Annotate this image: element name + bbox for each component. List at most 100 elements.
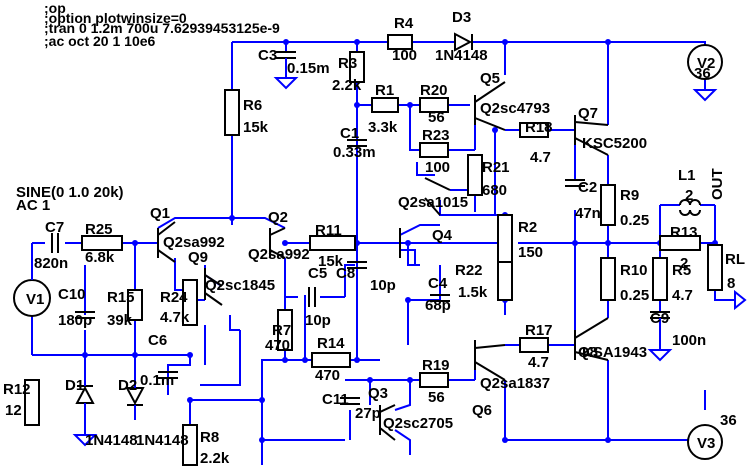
label-r20-value: 56 [428, 109, 445, 126]
capacitor-c8 [347, 261, 367, 269]
resistor-r21 [467, 154, 483, 196]
label-r7-value: 470 [265, 337, 290, 354]
label-r2-value: 150 [518, 244, 543, 261]
label-r14-ref: R14 [317, 335, 345, 352]
label-c5-value: 10p [305, 312, 331, 329]
capacitor-c1 [347, 139, 367, 147]
label-r10-value: 0.25 [620, 287, 649, 304]
label-r9-value: 0.25 [620, 212, 649, 229]
label-r3-ref: R3 [338, 55, 357, 72]
capacitor-c7 [51, 233, 59, 253]
ground-rl [734, 289, 747, 311]
label-r17-value: 4.7 [528, 354, 549, 371]
label-q7-ref: Q7 [578, 105, 598, 122]
resistor-r24 [182, 279, 198, 326]
resistor-r14 [311, 352, 351, 368]
label-r11-value: 15k [318, 253, 344, 270]
transistor-q9 [204, 268, 223, 306]
resistor-r3 [349, 51, 365, 83]
label-d3-value: 1N4148 [435, 47, 488, 64]
capacitor-c11 [340, 397, 360, 405]
label-l1-ref: L1 [678, 167, 696, 184]
label-r25-value: 6.8k [85, 249, 115, 266]
resistor-r7 [277, 309, 293, 351]
source-spec-line2: AC 1 [16, 197, 50, 214]
label-r19-value: 56 [428, 389, 445, 406]
label-r9-ref: R9 [620, 187, 639, 204]
label-c8-value: 10p [370, 277, 396, 294]
label-q8-ref: Q8 [578, 344, 598, 361]
label-q6-value: Q2sa1837 [480, 375, 550, 392]
transistor-q7 [574, 115, 609, 156]
label-q3-ref: Q3 [368, 385, 388, 402]
label-r12-value: 12 [5, 402, 22, 419]
label-d3-ref: D3 [452, 9, 471, 26]
diodes [75, 32, 473, 435]
label-q5-ref: Q5 [480, 70, 500, 87]
label-c6-value: 0.1m [140, 372, 174, 389]
label-rl-ref: RL [725, 251, 745, 268]
label-q9-ref: Q9 [188, 249, 208, 266]
label-d2-value: 1N4148 [136, 432, 189, 449]
resistor-r20 [419, 97, 449, 113]
label-r6-ref: R6 [243, 97, 262, 114]
label-v2-value: 36 [694, 65, 711, 82]
label-r5-value: 4.7 [672, 287, 693, 304]
label-r2-ref: R2 [518, 219, 537, 236]
resistor-r22 [497, 261, 513, 301]
voltage-source-v1: V1 [13, 262, 51, 317]
label-r7-ref: R7 [272, 322, 291, 339]
transistor-q3 [379, 404, 396, 441]
resistor-r11 [309, 235, 356, 251]
directive-option: ;option plotwinsize=0 [44, 10, 187, 26]
label-r1-ref: R1 [375, 82, 394, 99]
transistors [157, 81, 609, 441]
label-q2-ref: Q2 [268, 209, 288, 226]
net-label-out: OUT [709, 168, 726, 200]
label-d1-value: 1N4148 [85, 432, 138, 449]
transistor-q2 [269, 227, 286, 259]
label-c2-value: 47n [575, 205, 601, 222]
resistor-r10 [600, 257, 616, 301]
diode-d2 [125, 355, 145, 420]
label-r24-value: 4.7k [160, 309, 190, 326]
label-c11-value: 27p [355, 405, 381, 422]
label-r23-value: 100 [425, 159, 450, 176]
label-q1-value: Q2sa992 [163, 234, 225, 251]
resistor-r25 [81, 235, 123, 251]
capacitors [51, 51, 670, 405]
label-q8-value-visible: KSA1943 [582, 344, 647, 361]
label-c4-ref: C4 [428, 275, 448, 292]
ground-v2 [692, 89, 718, 102]
ground-d1 [72, 434, 98, 447]
label-r22-ref: R22 [455, 262, 483, 279]
label-c9-ref: C9 [650, 310, 669, 327]
label-r14-value: 470 [315, 367, 340, 384]
capacitor-c9 [650, 311, 670, 337]
label-r13-value: 2 [680, 255, 688, 272]
label-c9-value: 100n [672, 332, 706, 349]
resistor-r12 [24, 379, 40, 426]
transistor-q6 [474, 340, 506, 381]
component-labels: R4 100 D3 1N4148 C3 0.15m R3 2.2k R6 15k… [3, 9, 745, 467]
label-r12-ref: R12 [3, 381, 31, 398]
label-q4-ref: Q4 [432, 227, 453, 244]
label-q4-value: Q2sa1015 [398, 194, 468, 211]
voltage-source-v3: V3 [687, 424, 723, 460]
transistor-q8 [574, 317, 609, 361]
label-q7-value: KSC5200 [582, 135, 647, 152]
resistor-r1 [371, 97, 399, 113]
label-c1-ref: C1 [340, 125, 359, 142]
label-q2-value: Q2sa992 [248, 246, 310, 263]
diode-d3 [454, 32, 473, 52]
label-c3-ref: C3 [258, 47, 277, 64]
transistor-q4 [399, 177, 451, 258]
label-c8-ref: C8 [336, 265, 355, 282]
label-r18-ref: R18 [525, 119, 553, 136]
resistor-r23 [419, 142, 449, 158]
capacitor-c4 [430, 294, 450, 302]
spice-directives: ;op ;option plotwinsize=0 ;tran 0 1.2m 7… [44, 0, 280, 49]
resistor-r6 [224, 89, 240, 136]
label-r4-ref: R4 [394, 15, 414, 32]
capacitor-c10 [75, 311, 95, 319]
